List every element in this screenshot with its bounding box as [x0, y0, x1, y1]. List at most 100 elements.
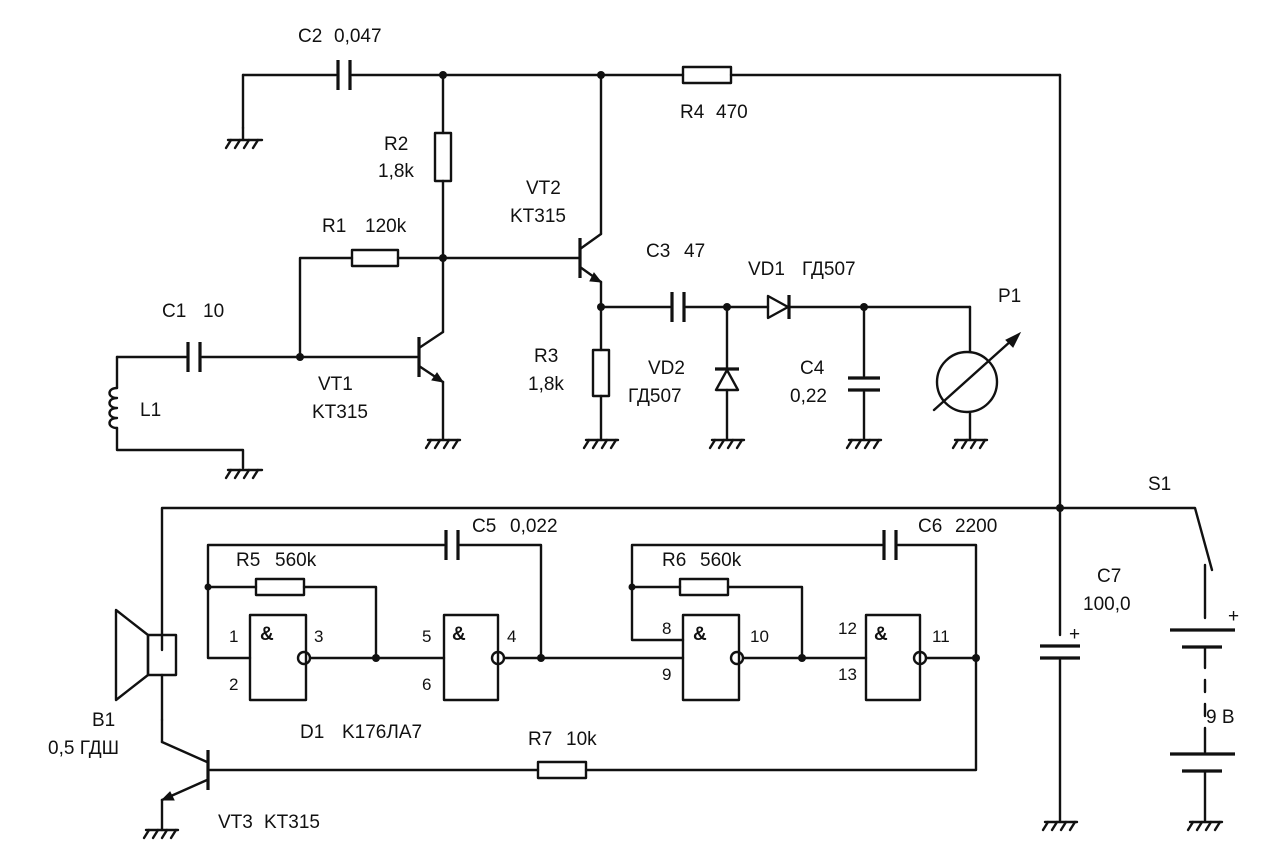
label-r3-ref: R3	[534, 346, 558, 367]
label-vt3-ref: VT3	[218, 812, 253, 833]
label-r5-value: 560k	[275, 550, 317, 571]
gate4-symbol: &	[874, 624, 888, 645]
label-p1-ref: P1	[998, 286, 1021, 307]
label-r1-value: 120k	[365, 216, 407, 237]
resistor-r6	[678, 577, 730, 597]
label-b1-ref: B1	[92, 710, 115, 731]
label-r6-ref: R6	[662, 550, 686, 571]
label-c7-plus: +	[1069, 624, 1080, 645]
label-vd1-value: ГД507	[802, 259, 856, 280]
label-c7-value: 100,0	[1083, 594, 1131, 615]
resistor-r1	[350, 248, 400, 268]
transistor-vt1	[298, 256, 445, 442]
ground-symbol-c2	[224, 126, 264, 150]
label-c2-ref: C2	[298, 26, 322, 47]
capacitor-c7	[1040, 644, 1080, 660]
gate4-pin-a: 12	[838, 619, 857, 638]
gate3-pin-a: 8	[662, 619, 671, 638]
capacitor-c3	[599, 292, 770, 322]
gate1-pin-b: 2	[229, 675, 238, 694]
ground-symbol-c4	[845, 438, 883, 450]
label-vt1-ref: VT1	[318, 374, 353, 395]
ground-symbol-p1	[951, 438, 989, 450]
gate3-pin-out: 10	[750, 627, 769, 646]
label-vd2-value: ГД507	[628, 386, 682, 407]
label-vd1-ref: VD1	[748, 259, 785, 280]
label-c4-value: 0,22	[790, 386, 827, 407]
gate1-pin-out: 3	[314, 627, 323, 646]
capacitor-c6	[882, 530, 978, 660]
wires-top	[241, 73, 1062, 824]
transistor-vt2	[578, 73, 603, 352]
label-vt2-value: KT315	[510, 206, 566, 227]
label-r7-value: 10k	[566, 729, 597, 750]
gate3-symbol: &	[693, 624, 707, 645]
label-c6-value: 2200	[955, 516, 997, 537]
resistor-r5	[254, 577, 306, 597]
label-r1-ref: R1	[322, 216, 346, 237]
gate1-symbol: &	[260, 624, 274, 645]
label-battery-plus: +	[1228, 606, 1239, 627]
label-c3-ref: C3	[646, 241, 670, 262]
diode-vd2	[714, 305, 740, 442]
label-d1-value: K176ЛА7	[342, 722, 422, 743]
label-c1-ref: C1	[162, 301, 186, 322]
gate4-pin-out: 11	[932, 627, 950, 646]
label-b1-value: 0,5 ГДШ	[48, 738, 119, 759]
label-battery-value: 9 B	[1206, 707, 1235, 728]
label-l1-ref: L1	[140, 400, 161, 421]
gate2-pin-b: 6	[422, 675, 431, 694]
gate1-pin-a: 1	[229, 627, 238, 646]
nand-gate-4	[864, 613, 978, 702]
label-r6-value: 560k	[700, 550, 742, 571]
gate2-pin-a: 5	[422, 627, 431, 646]
label-r3-value: 1,8k	[528, 374, 564, 395]
label-c7-ref: C7	[1097, 566, 1121, 587]
label-vt1-value: KT315	[312, 402, 368, 423]
label-r5-ref: R5	[236, 550, 260, 571]
capacitor-c2	[336, 60, 352, 90]
gate2-symbol: &	[452, 624, 466, 645]
speaker-b1	[114, 608, 178, 722]
gate2-pin-out: 4	[507, 627, 516, 646]
ground-symbol-l1	[224, 468, 264, 480]
label-r7-ref: R7	[528, 729, 552, 750]
label-c2-value: 0,047	[334, 26, 382, 47]
battery	[1170, 563, 1235, 824]
wires-power-rail	[160, 504, 1214, 652]
ground-symbol-r3	[582, 438, 620, 450]
capacitor-c1	[115, 342, 302, 372]
label-r2-value: 1,8k	[378, 161, 414, 182]
ground-symbol-vd2	[708, 438, 746, 450]
label-r4-value: 470	[716, 102, 748, 123]
label-vt2-ref: VT2	[526, 178, 561, 199]
resistor-r3	[591, 348, 611, 398]
ground-symbol-vt3	[142, 828, 180, 840]
resistor-r7	[536, 760, 588, 780]
inductor-l1	[108, 355, 245, 470]
ground-symbol-battery	[1186, 820, 1224, 832]
gate4-pin-b: 13	[838, 665, 857, 684]
label-r2-ref: R2	[384, 134, 408, 155]
label-vt3-value: KT315	[264, 812, 320, 833]
label-r4-ref: R4	[680, 102, 705, 123]
ground-symbol-c7	[1041, 820, 1079, 832]
label-c3-value: 47	[684, 241, 705, 262]
label-c1-value: 10	[203, 301, 224, 322]
ground-symbol-vt1	[424, 438, 462, 450]
capacitor-c5	[444, 530, 543, 660]
transistor-vt3	[160, 718, 540, 832]
meter-p1	[932, 305, 1022, 442]
label-c6-ref: C6	[918, 516, 942, 537]
diode-vd1	[766, 294, 972, 320]
capacitor-c4	[848, 305, 880, 442]
nand-gate-2	[442, 613, 685, 702]
label-s1-ref: S1	[1148, 474, 1171, 495]
label-c5-ref: C5	[472, 516, 496, 537]
label-c5-value: 0,022	[510, 516, 558, 537]
label-c4-ref: C4	[800, 358, 825, 379]
label-vd2-ref: VD2	[648, 358, 685, 379]
resistor-r4	[681, 65, 733, 85]
resistor-r2	[433, 131, 453, 183]
